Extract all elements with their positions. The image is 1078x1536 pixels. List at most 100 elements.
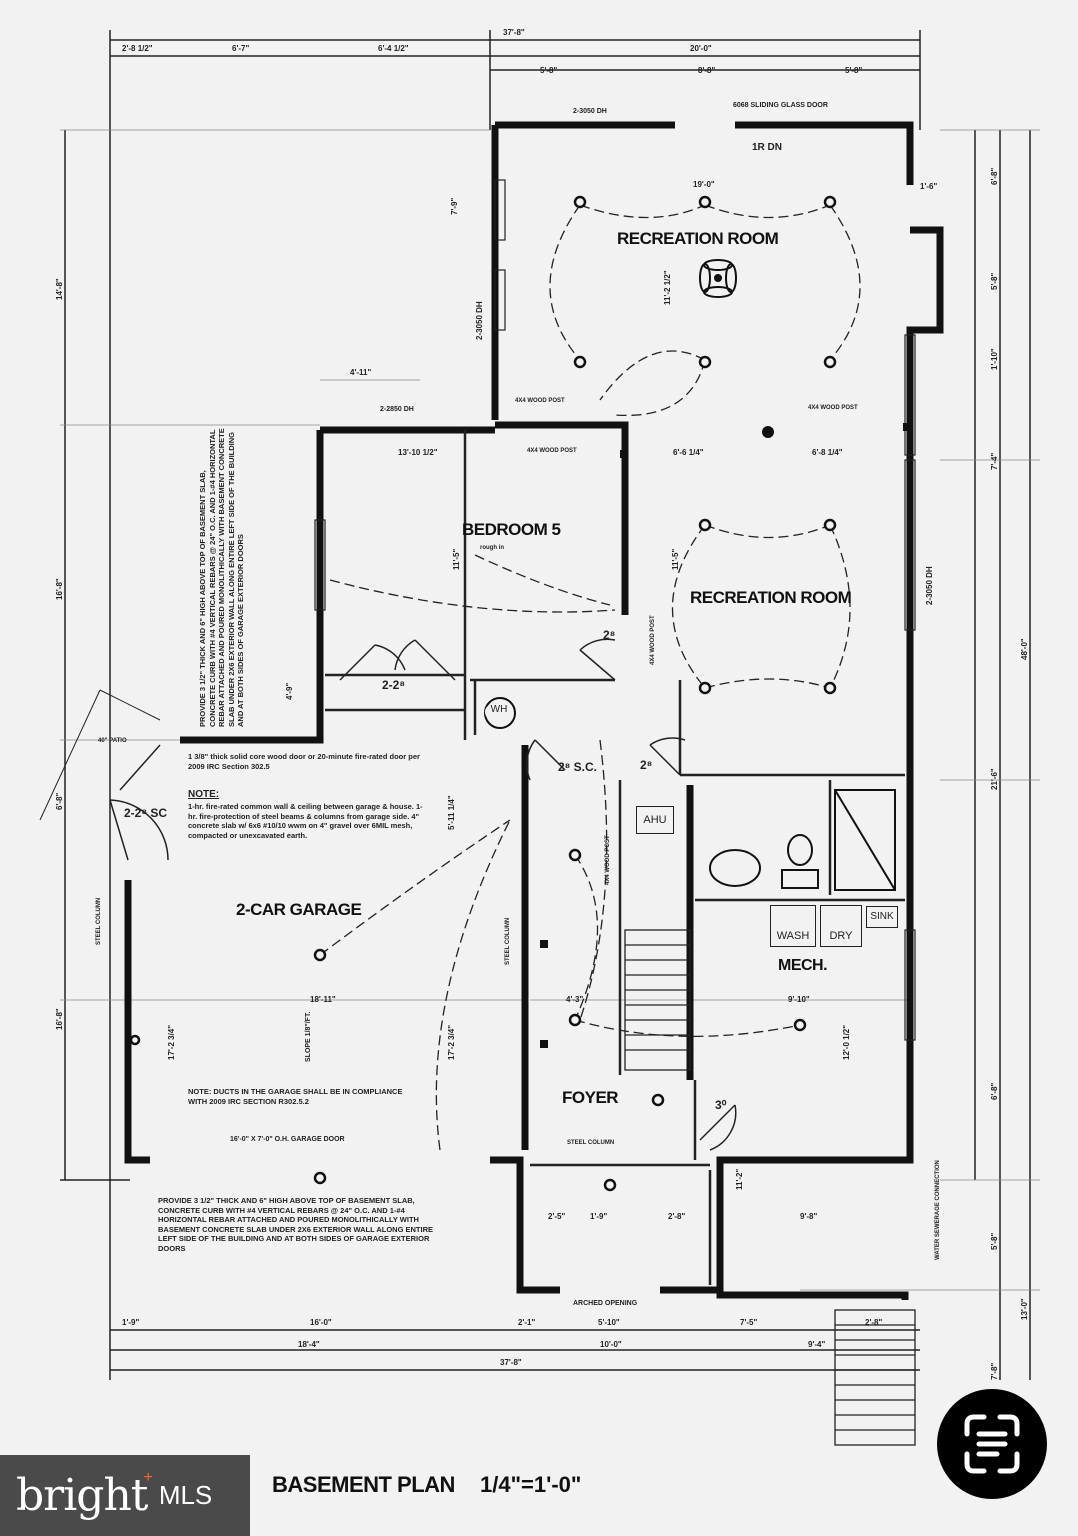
plan-title: BASEMENT PLAN [272,1472,455,1497]
slab-note-bottom: PROVIDE 3 1/2" THICK AND 6" HIGH ABOVE T… [158,1196,434,1253]
dim-top-a: 2'-8 1/2" [122,44,153,53]
dim-bot-i: 9'-4" [808,1340,826,1349]
logo-suffix: MLS [158,1480,213,1510]
logo-brand: bright [16,1470,148,1521]
window-top-label: 2-3050 DH [573,108,607,115]
room-label-recreation-1: RECREATION ROOM [617,229,779,248]
dim-right-2: 5'-8" [990,272,999,290]
dim-left-7: 11'-2" [735,1168,744,1190]
door-2-2-sc-label: 2-2⁸ SC [124,806,168,820]
dim-foyer-a: 4'-3" [566,995,584,1004]
dim-post-a: 6'-6 1/4" [673,448,704,457]
dim-mech-w: 9'-10" [788,995,810,1004]
window-2850-label: 2-2850 DH [380,406,414,413]
room-label-garage: 2-CAR GARAGE [236,900,362,919]
sliding-door-label: 6068 SLIDING GLASS DOOR [733,102,828,109]
logo-star-icon: + [143,1468,153,1486]
water-heater-label: WH [485,704,513,720]
window-right-label: 2-3050 DH [925,566,934,605]
dim-bed-h: 11'-5" [452,548,461,570]
door-3-label: 3⁰ [715,1098,727,1112]
wood-post-label-4: 4X4 WOOD POST [650,615,656,665]
room-label-foyer: FOYER [562,1088,619,1107]
dim-left-5: 4'-9" [285,682,294,700]
dim-porch-d: 9'-8" [800,1212,818,1221]
text-scan-icon [964,1414,1020,1474]
dim-right-4: 7'-4" [990,452,999,470]
dim-left-1: 14'-8" [55,278,64,300]
dim-garage-w: 18'-11" [310,995,336,1004]
dim-garage-h2: 17'-2 3/4" [447,1024,456,1060]
dim-top-f: 8'-8" [698,66,716,75]
duct-note: NOTE: DUCTS IN THE GARAGE SHALL BE IN CO… [188,1087,403,1106]
dim-rec-h2: 11'-2 1/2" [663,270,672,305]
dim-garage-h1: 17'-2 3/4" [167,1024,176,1060]
room-label-recreation-2: RECREATION ROOM [690,588,852,607]
dim-porch-a: 2'-5" [548,1212,566,1221]
dim-bot-a: 1'-9" [122,1318,140,1327]
steel-column-label-3: STEEL COLUMN [567,1140,615,1146]
wood-post-label-3: 4X4 WOOD POST [808,405,858,411]
dim-right-5: 48'-0" [1020,638,1029,660]
dim-bot-e: 7'-5" [740,1318,758,1327]
garage-note-body: 1-hr. fire-rated common wall & ceiling b… [188,802,423,840]
bright-mls-logo: bright + MLS [0,1455,250,1536]
steel-column-label-1: STEEL COLUMN [96,897,102,945]
dim-top-e: 5'-8" [540,66,558,75]
dim-left-2: 16'-8" [55,578,64,600]
dim-top-c: 6'-4 1/2" [378,44,409,53]
dim-bot-b: 16'-0" [310,1318,332,1327]
garage-door-label: 16'-0" X 7'-0" O.H. GARAGE DOOR [230,1136,345,1143]
dim-right-8: 5'-8" [990,1232,999,1250]
dim-bay: 1'-6" [920,182,938,191]
dim-left-3: 16'-8" [55,1008,64,1030]
wood-post-label-1: 4X4 WOOD POST [515,398,565,404]
room-label-bedroom: BEDROOM 5 [462,520,561,539]
slope-label: SLOPE 1/8"/FT. [305,1011,312,1062]
door-2a-label: 2⁸ [603,628,616,642]
garage-note-title: NOTE: [188,789,220,800]
dim-bot-g: 18'-4" [298,1340,320,1349]
dim-mech-h: 12'-0 1/2" [842,1024,851,1060]
wood-post-label-2: 4X4 WOOD POST [527,448,577,454]
dim-garage-h3: 5'-11 1/4" [447,795,456,830]
room-label-mech: MECH. [778,957,828,974]
wood-post-label-5: 4X4 WOOD POST [605,835,611,885]
dim-bot-c: 2'-1" [518,1318,536,1327]
dim-rec-width: 19'-0" [693,180,715,189]
door-2b-label: 2⁸ [640,758,653,772]
dim-overall-top: 37'-8" [503,28,525,37]
dim-left-6: 7'-9" [450,197,459,215]
door-2-2-label: 2-2⁸ [382,678,406,692]
dim-right-1: 6'-8" [990,167,999,185]
dim-bot-d: 5'-10" [598,1318,620,1327]
dryer-label: DRY [820,905,862,947]
ahu-label: AHU [636,806,674,834]
steel-column-label-2: STEEL COLUMN [505,917,511,965]
rough-in-label: rough in [480,545,504,551]
dim-bot-f: 2'-8" [865,1318,883,1327]
arched-opening-label: ARCHED OPENING [573,1300,638,1307]
dim-top-g: 5'-8" [845,66,863,75]
dim-top-d: 20'-0" [690,44,712,53]
dim-porch-b: 1'-9" [590,1212,608,1221]
water-sewer-label: WATER SEWERAGE CONNECTION [935,1160,941,1260]
dim-porch-c: 2'-8" [668,1212,686,1221]
dim-right-7: 6'-8" [990,1082,999,1100]
dim-right-9: 13'-0" [1020,1298,1029,1320]
door-fire-note: 1 3/8" thick solid core wood door or 20-… [188,752,420,771]
dim-top-b: 6'-7" [232,44,250,53]
sink-label: SINK [866,906,898,928]
washer-label: WASH [770,905,816,947]
dim-right-3: 1'-10" [990,348,999,370]
door-1r-label: 1R DN [752,142,783,153]
dim-left-4: 6'-8" [55,792,64,810]
dim-rec-h: 11'-5" [671,548,680,570]
dim-bed-w: 13'-10 1/2" [398,448,438,457]
plan-scale: 1/4"=1'-0" [480,1472,582,1497]
dim-right-6: 21'-6" [990,768,999,790]
dim-right-10: 7'-8" [990,1362,999,1380]
text-scan-button[interactable] [937,1389,1047,1499]
dim-bot-h: 10'-0" [600,1340,622,1349]
